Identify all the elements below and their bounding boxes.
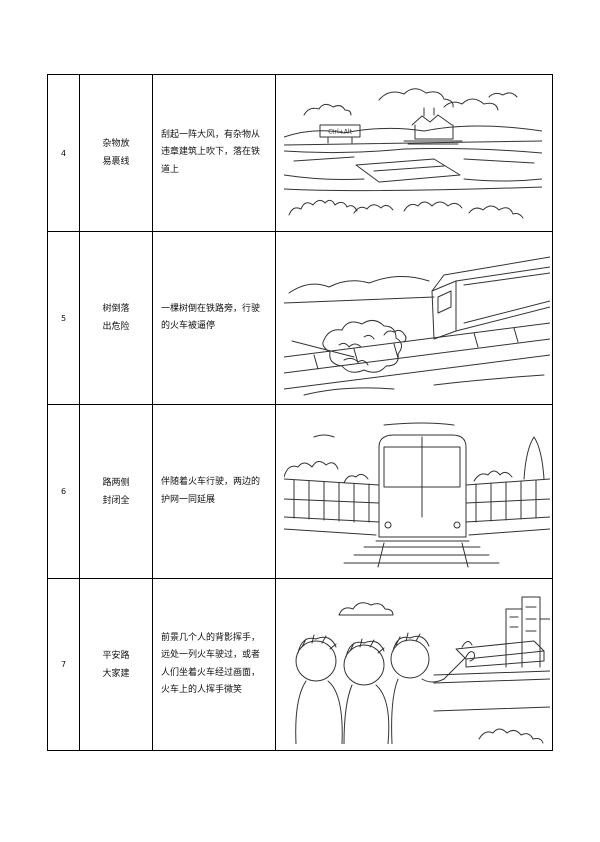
trees-left — [284, 461, 369, 484]
ground-lines — [284, 528, 550, 536]
ground-lines — [284, 148, 542, 164]
shot-description-cell: 一棵树倒在铁路旁，行驶 的火车被逼停 — [153, 232, 276, 404]
sketch-train-fences — [284, 422, 550, 568]
shot-title-cell: 杂物放 易裹线 — [80, 75, 153, 231]
shot-title-line: 路两侧 — [102, 477, 130, 488]
shot-title-line: 易裹线 — [102, 157, 130, 167]
storyboard-row: 7 平安路 大家建 前景几个人的背影挥手， 远处一列火车驶过，或者 人们坐着火车… — [48, 579, 553, 751]
hills — [288, 276, 430, 294]
debris-plank — [355, 158, 461, 183]
sky-scribble — [313, 422, 455, 438]
sketch-debris-on-track: Ctrl+Alt — [284, 88, 542, 219]
storyboard-table: 4 杂物放 易裹线 刮起一阵大风，有杂物从 违章建筑上吹下，落在铁 道上 — [47, 74, 553, 751]
horizon-hills — [284, 125, 542, 138]
train — [431, 256, 550, 340]
sketch-people-waving — [295, 596, 550, 744]
description-line: 一棵树倒在铁路旁，行驶 — [161, 303, 261, 314]
shot-description-cell: 刮起一阵大风，有杂物从 违章建筑上吹下，落在铁 道上 — [153, 75, 276, 231]
shot-title-cell: 树倒落 出危险 — [80, 232, 153, 404]
buildings — [505, 596, 550, 668]
rails — [343, 542, 500, 568]
horizon-line — [284, 296, 435, 304]
cloud — [338, 602, 394, 616]
fence-right — [465, 478, 550, 523]
fence-left — [284, 478, 380, 523]
illegal-building — [403, 107, 463, 145]
sketch-cell — [276, 579, 553, 750]
person-right-waving — [390, 632, 475, 744]
sign-label: Ctrl+Alt — [328, 129, 352, 136]
description-line: 伴随着火车行驶，两边的 — [161, 477, 261, 487]
description-line: 护网一同延展 — [161, 494, 216, 505]
clouds — [303, 88, 518, 116]
description-line: 刮起一阵大风，有杂物从 — [161, 129, 261, 140]
rails — [284, 322, 550, 390]
description-line: 的火车被逼停 — [161, 321, 216, 331]
shot-number-cell: 4 — [48, 75, 80, 231]
storyboard-row: 5 树倒落 出危险 一棵树倒在铁路旁，行驶 的火车被逼停 — [48, 232, 553, 405]
shot-title-line: 平安路 — [102, 650, 130, 661]
storyboard-row: 4 杂物放 易裹线 刮起一阵大风，有杂物从 违章建筑上吹下，落在铁 道上 — [48, 75, 553, 232]
sketch-cell: Ctrl+Alt — [276, 75, 553, 231]
shot-description-cell: 前景几个人的背影挥手， 远处一列火车驶过，或者 人们坐着火车经过画面， 火车上的… — [153, 579, 276, 750]
horizon-lines — [433, 670, 550, 684]
shot-title-line: 封闭全 — [102, 495, 130, 506]
shot-number-cell: 7 — [48, 579, 80, 750]
description-line: 违章建筑上吹下，落在铁 — [161, 147, 261, 158]
shot-number: 5 — [60, 313, 67, 323]
person-middle — [343, 638, 390, 744]
description-line: 远处一列火车驶过，或者 — [161, 650, 261, 660]
shot-number-cell: 6 — [48, 405, 80, 578]
shot-title-cell: 平安路 大家建 — [80, 579, 153, 750]
sign-board: Ctrl+Alt — [319, 124, 361, 144]
shot-number: 4 — [60, 148, 67, 158]
bush — [478, 728, 544, 744]
horizon-line — [284, 140, 542, 146]
storyboard-row: 6 路两侧 封闭全 伴随着火车行驶，两边的 护网一同延展 — [48, 405, 553, 579]
sketch-fallen-tree-train — [284, 256, 550, 396]
description-line: 前景几个人的背影挥手， — [161, 632, 261, 643]
train-front — [375, 434, 470, 542]
shot-title-line: 出危险 — [102, 322, 130, 332]
fallen-tree — [291, 320, 407, 373]
shot-number-cell: 5 — [48, 232, 80, 404]
shot-title-line: 树倒落 — [102, 304, 130, 314]
shot-description-cell: 伴随着火车行驶，两边的 护网一同延展 — [153, 405, 276, 578]
description-line: 人们坐着火车经过画面， — [161, 667, 261, 678]
bushes — [288, 199, 524, 219]
sketch-cell — [276, 232, 553, 404]
ground-line — [433, 706, 550, 712]
trees-right — [473, 436, 545, 482]
shot-title-line: 杂物放 — [102, 139, 130, 149]
track-ground — [284, 174, 542, 192]
shot-number: 6 — [60, 487, 67, 496]
description-line: 道上 — [161, 164, 180, 175]
sketch-cell — [276, 405, 553, 578]
person-left — [295, 634, 343, 744]
shot-number: 7 — [60, 660, 67, 669]
train-background — [455, 640, 545, 668]
shot-title-cell: 路两侧 封闭全 — [80, 405, 153, 578]
shot-title-line: 大家建 — [102, 668, 130, 679]
ground-lines — [303, 374, 545, 396]
description-line: 火车上的人挥手微笑 — [161, 685, 243, 695]
